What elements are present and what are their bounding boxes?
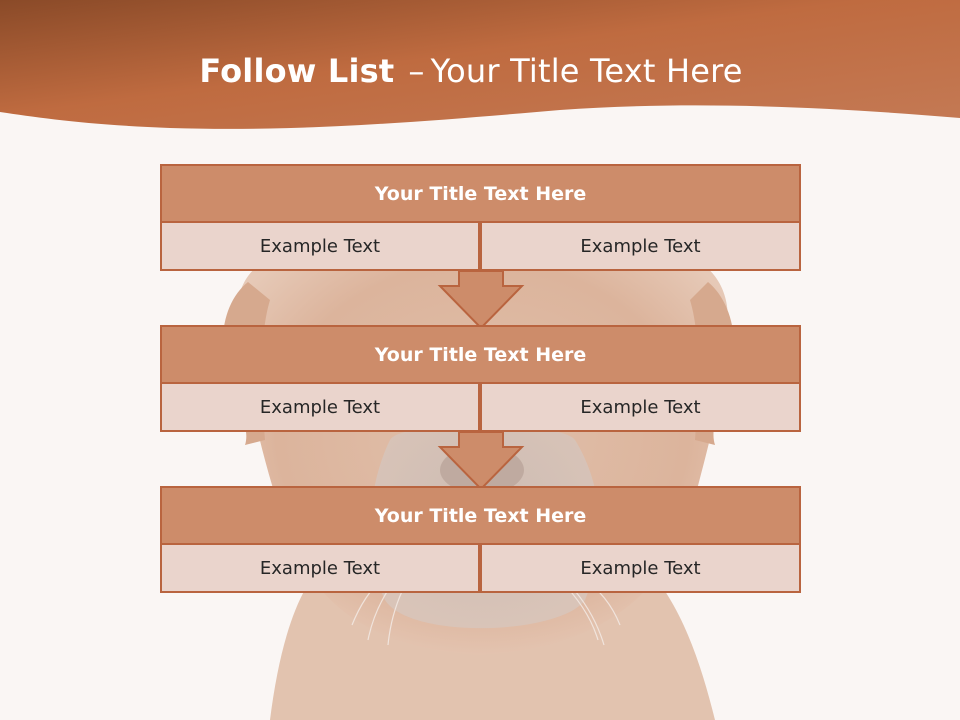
block-title[interactable]: Your Title Text Here bbox=[160, 325, 801, 384]
example-text-right[interactable]: Example Text bbox=[480, 221, 801, 271]
arrow-down-icon bbox=[437, 431, 525, 491]
example-text-right[interactable]: Example Text bbox=[480, 543, 801, 593]
slide-title: Follow List–Your Title Text Here bbox=[0, 52, 942, 90]
block-title[interactable]: Your Title Text Here bbox=[160, 486, 801, 545]
arrow-down-icon bbox=[437, 270, 525, 330]
title-dash: – bbox=[408, 52, 425, 90]
example-text-left[interactable]: Example Text bbox=[160, 221, 480, 271]
example-text-right[interactable]: Example Text bbox=[480, 382, 801, 432]
block-title[interactable]: Your Title Text Here bbox=[160, 164, 801, 223]
example-text-left[interactable]: Example Text bbox=[160, 543, 480, 593]
example-text-left[interactable]: Example Text bbox=[160, 382, 480, 432]
title-bold: Follow List bbox=[199, 52, 395, 90]
title-rest: Your Title Text Here bbox=[430, 52, 743, 90]
header-band bbox=[0, 0, 960, 129]
